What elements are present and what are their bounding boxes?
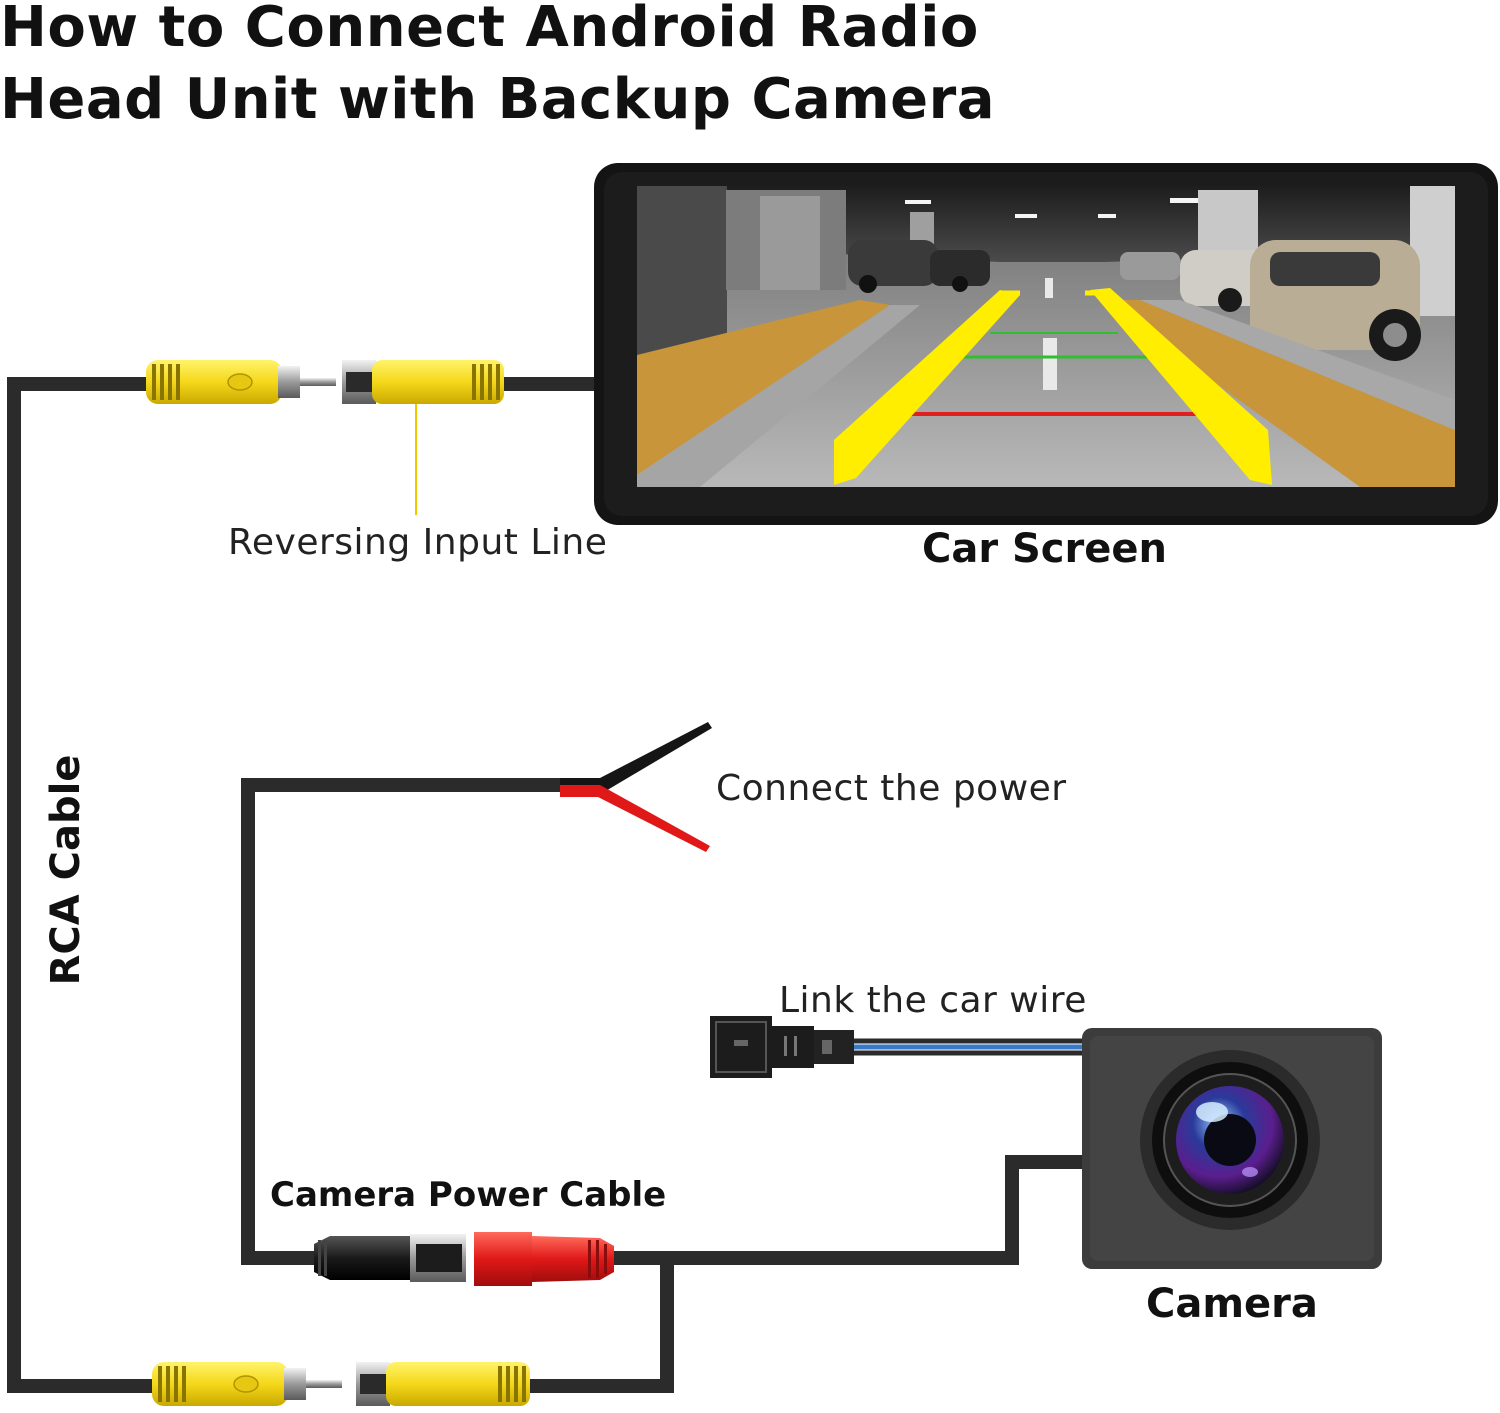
title-line-1: How to Connect Android Radio [0, 0, 979, 60]
camera-power-cable-label: Camera Power Cable [270, 1175, 667, 1215]
power-lead-positive [560, 785, 710, 852]
trigger-wire [852, 1038, 1085, 1056]
car-display-icon [594, 163, 1498, 525]
camera-label: Camera [1146, 1281, 1318, 1327]
rca-cable-label: RCA Cable [43, 754, 89, 986]
wire-plug-icon [710, 1016, 854, 1078]
camera-signal-cable [528, 1155, 1085, 1393]
rca-cable [7, 377, 160, 1393]
reversing-input-line-label: Reversing Input Line [228, 522, 608, 563]
rca-connector-bottom-male [152, 1362, 342, 1406]
power-lead-negative [560, 722, 712, 792]
title-line-2: Head Unit with Backup Camera [0, 67, 996, 132]
diagram-title: How to Connect Android Radio Head Unit w… [0, 0, 995, 136]
car-screen-label: Car Screen [922, 526, 1167, 572]
backup-camera-icon [1082, 1028, 1382, 1269]
rca-connector-bottom-female [356, 1362, 530, 1406]
link-car-wire-label: Link the car wire [779, 980, 1087, 1021]
power-connector-red [474, 1232, 614, 1286]
reverse-camera-view [637, 186, 1455, 487]
rca-connector-top-male [146, 360, 336, 404]
power-cable [241, 778, 566, 1265]
rca-connector-top-female [342, 360, 504, 404]
connect-power-label: Connect the power [716, 768, 1067, 809]
power-connector-black [314, 1234, 466, 1282]
